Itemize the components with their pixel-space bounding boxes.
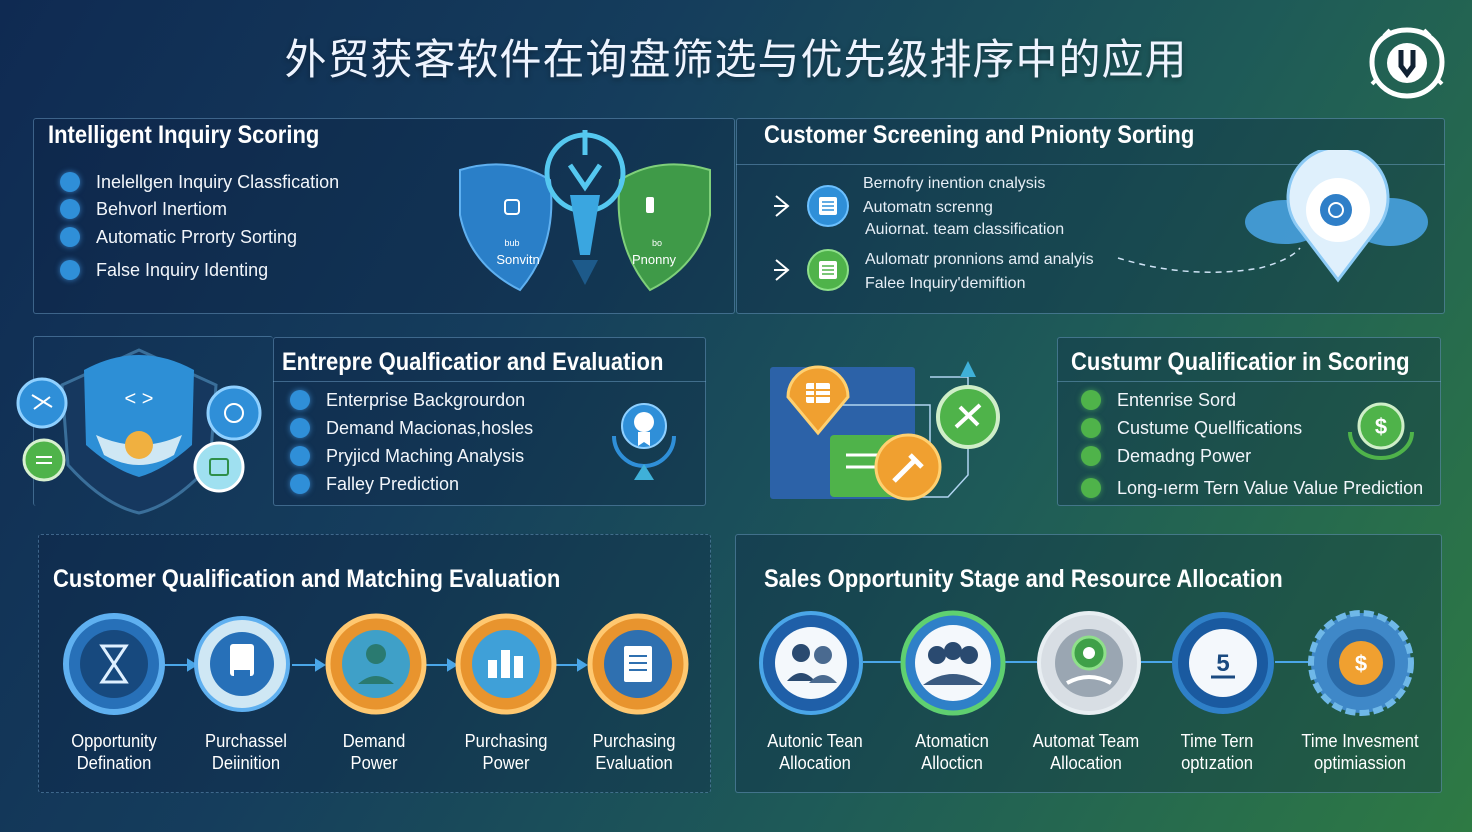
- bullet-icon: [60, 260, 80, 280]
- panel-title: Entrepre Qualficatior and Evaluation: [282, 348, 664, 376]
- matching-flow-graphic: [63, 613, 689, 715]
- award-badge-icon: [612, 403, 676, 480]
- step-time-term: 5: [1172, 612, 1274, 714]
- bullet-icon: [290, 446, 310, 466]
- screening-text: Automatn screnng: [863, 199, 993, 216]
- chevron-right-icon: [772, 256, 792, 284]
- shield-left-label: Sonvitn: [496, 252, 539, 267]
- list-item: Pryjicd Maching Analysis: [290, 442, 533, 470]
- panel3-divider: [273, 381, 706, 382]
- panel-title: Intelligent Inquiry Scoring: [48, 121, 320, 149]
- step-demand: [325, 613, 427, 715]
- inquiry-scoring-list: Inelellgen Inquiry Classfication Behvorl…: [60, 168, 339, 288]
- shield-right-top-label: bo: [652, 238, 662, 248]
- bullet-icon: [1081, 418, 1101, 438]
- step-purchasing-power: [455, 613, 557, 715]
- step-label: Atomaticn Allocticn: [915, 731, 989, 773]
- chevron-right-icon: [772, 192, 792, 220]
- step-purchasing-evaluation: [587, 613, 689, 715]
- panel-title: Customer Qualification and Matching Eval…: [53, 565, 561, 593]
- step-label: Opportunity Defination: [71, 731, 157, 773]
- screening-text: Bernofry inention cnalysis: [863, 175, 1046, 192]
- step-automat-team: [1037, 611, 1141, 715]
- cloud-pin-graphic: [1117, 150, 1428, 283]
- list-item: Automatic Prrorty Sorting: [60, 222, 339, 252]
- bullet-icon: [290, 418, 310, 438]
- panel-title: Custumr Qualificatior in Scoring: [1071, 348, 1410, 376]
- shield-right-label: Pnonny: [632, 252, 677, 267]
- step-label: Autonic Tean Allocation: [767, 731, 863, 773]
- scoring-shields-graphic: bub Sonvitn bo Pnonny: [459, 130, 711, 292]
- page-title: 外贸获客软件在询盘筛选与优先级排序中的应用: [284, 35, 1188, 84]
- shield-network-graphic: < >: [16, 348, 262, 515]
- customer-qualification-list: Entenrise Sord Custume Quellfications De…: [1081, 386, 1423, 506]
- list-item: Enterprise Backgrourdon: [290, 386, 533, 414]
- step-automation-allocation: [900, 610, 1006, 716]
- list-item: Entenrise Sord: [1081, 386, 1423, 414]
- step-opportunity: [63, 613, 165, 715]
- panel-title: Customer Screening and Pnionty Sorting: [764, 121, 1195, 149]
- svg-text:$: $: [1375, 414, 1387, 439]
- document-icon: [806, 184, 850, 228]
- step-label: Purchasing Evaluation: [592, 731, 676, 773]
- list-item: Behvorl Inertiom: [60, 196, 339, 222]
- bullet-icon: [1081, 390, 1101, 410]
- screening-text: Auiornat. team classification: [865, 221, 1065, 238]
- list-item: Demand Macionas,hosles: [290, 414, 533, 442]
- step-team-allocation: [759, 611, 863, 715]
- list-item: False Inquiry Identing: [60, 252, 339, 288]
- panel-title: Sales Opportunity Stage and Resource All…: [764, 565, 1283, 593]
- bullet-icon: [1081, 478, 1101, 498]
- bullet-icon: [60, 227, 80, 247]
- list-item: Demadng Power: [1081, 442, 1423, 470]
- list-item: Falley Prediction: [290, 470, 533, 498]
- svg-text:5: 5: [1216, 650, 1229, 677]
- screening-text: Aulomatr pronnions amd analyis: [865, 251, 1094, 268]
- qualification-graphic: [770, 361, 1000, 501]
- bullet-icon: [60, 172, 80, 192]
- bullet-icon: [290, 390, 310, 410]
- bullet-icon: [1081, 446, 1101, 466]
- sales-flow-graphic: 5 $: [759, 610, 1414, 716]
- logo-icon: [1369, 27, 1445, 99]
- panel4-divider: [1057, 381, 1441, 382]
- step-purchassel: [194, 616, 290, 712]
- step-label: Purchasing Power: [464, 731, 548, 773]
- svg-text:$: $: [1355, 651, 1367, 676]
- panel2-divider: [736, 164, 1445, 165]
- list-item: Inelellgen Inquiry Classfication: [60, 168, 339, 196]
- bullet-icon: [290, 474, 310, 494]
- step-time-investment: $: [1308, 610, 1414, 716]
- dollar-badge-icon: $: [1348, 402, 1414, 460]
- step-label: Time Invesment optimiassion: [1301, 731, 1419, 773]
- step-label: Time Tern optızation: [1180, 731, 1254, 773]
- list-item: Long-ıerm Tern Value Value Prediction: [1081, 470, 1423, 506]
- step-label: Demand Power: [342, 731, 406, 773]
- shield-left-top-label: bub: [504, 238, 519, 248]
- step-label: Purchassel Deiinition: [205, 731, 287, 773]
- step-label: Automat Team Allocation: [1032, 731, 1140, 773]
- screening-text: Falee Inquiry'demiftion: [865, 275, 1026, 292]
- list-icon: [806, 248, 850, 292]
- bullet-icon: [60, 199, 80, 219]
- enterprise-qualification-list: Enterprise Backgrourdon Demand Macionas,…: [290, 386, 533, 498]
- svg-text:< >: < >: [125, 388, 154, 410]
- list-item: Custume Quellfications: [1081, 414, 1423, 442]
